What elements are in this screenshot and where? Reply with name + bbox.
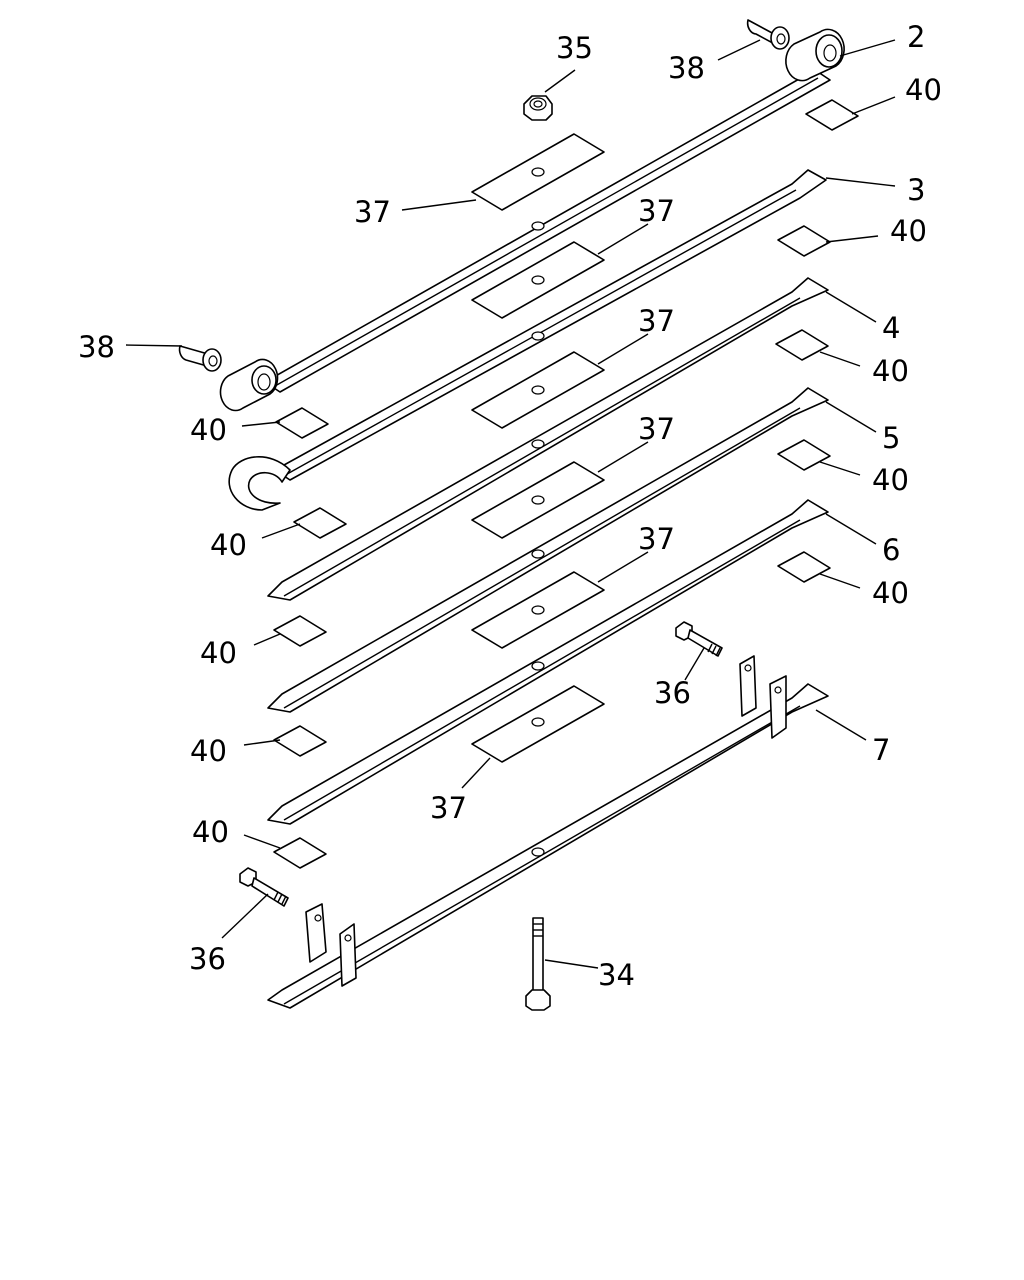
bottom-leaf-part-7 bbox=[267, 655, 829, 1009]
callout-7: 7 bbox=[872, 733, 890, 767]
bushings-38 bbox=[178, 19, 790, 372]
center-bolt-34 bbox=[525, 917, 551, 1011]
center-holes bbox=[531, 221, 545, 857]
callout-37-top: 37 bbox=[354, 195, 391, 229]
callout-36-front: 36 bbox=[654, 676, 691, 710]
rear-clip bbox=[305, 903, 357, 987]
callout-40-8: 40 bbox=[200, 636, 237, 670]
callout-40-4: 40 bbox=[872, 463, 909, 497]
callout-40-9: 40 bbox=[190, 734, 227, 768]
callout-40-2: 40 bbox=[890, 214, 927, 248]
callout-40-1: 40 bbox=[905, 73, 942, 107]
callout-34: 34 bbox=[598, 958, 635, 992]
callout-37-3: 37 bbox=[638, 304, 675, 338]
front-clip bbox=[739, 655, 787, 739]
callout-40-5: 40 bbox=[872, 576, 909, 610]
leaf-part-6 bbox=[267, 499, 829, 825]
callout-3: 3 bbox=[907, 173, 925, 207]
callout-37-bottom: 37 bbox=[430, 791, 467, 825]
callout-2: 2 bbox=[907, 20, 925, 54]
callout-38-rear: 38 bbox=[78, 330, 115, 364]
leaf-part-4 bbox=[267, 277, 829, 601]
callout-labels: 2 3 4 5 6 7 34 35 36 36 37 37 37 37 37 3… bbox=[78, 20, 942, 992]
nut-35 bbox=[523, 95, 553, 121]
callout-37-2: 37 bbox=[638, 194, 675, 228]
callout-40-6: 40 bbox=[190, 413, 227, 447]
callout-6: 6 bbox=[882, 533, 900, 567]
callout-40-10: 40 bbox=[192, 815, 229, 849]
callout-40-7: 40 bbox=[210, 528, 247, 562]
callout-37-5: 37 bbox=[638, 522, 675, 556]
callout-35: 35 bbox=[556, 31, 593, 65]
callout-4: 4 bbox=[882, 311, 900, 345]
leaf-part-5 bbox=[267, 387, 829, 713]
callout-36-rear: 36 bbox=[189, 942, 226, 976]
rear-eye bbox=[219, 358, 279, 412]
main-leaf-part-2 bbox=[219, 28, 845, 412]
callout-38-front: 38 bbox=[668, 51, 705, 85]
pads-40 bbox=[273, 99, 859, 869]
front-eye bbox=[785, 28, 845, 82]
bolts-36 bbox=[239, 621, 723, 907]
open-eye bbox=[228, 456, 291, 511]
callout-37-4: 37 bbox=[638, 412, 675, 446]
second-leaf-part-3 bbox=[228, 169, 827, 511]
plates-37 bbox=[471, 133, 605, 763]
callout-5: 5 bbox=[882, 421, 900, 455]
leader-lines bbox=[125, 39, 896, 969]
callout-40-3: 40 bbox=[872, 354, 909, 388]
